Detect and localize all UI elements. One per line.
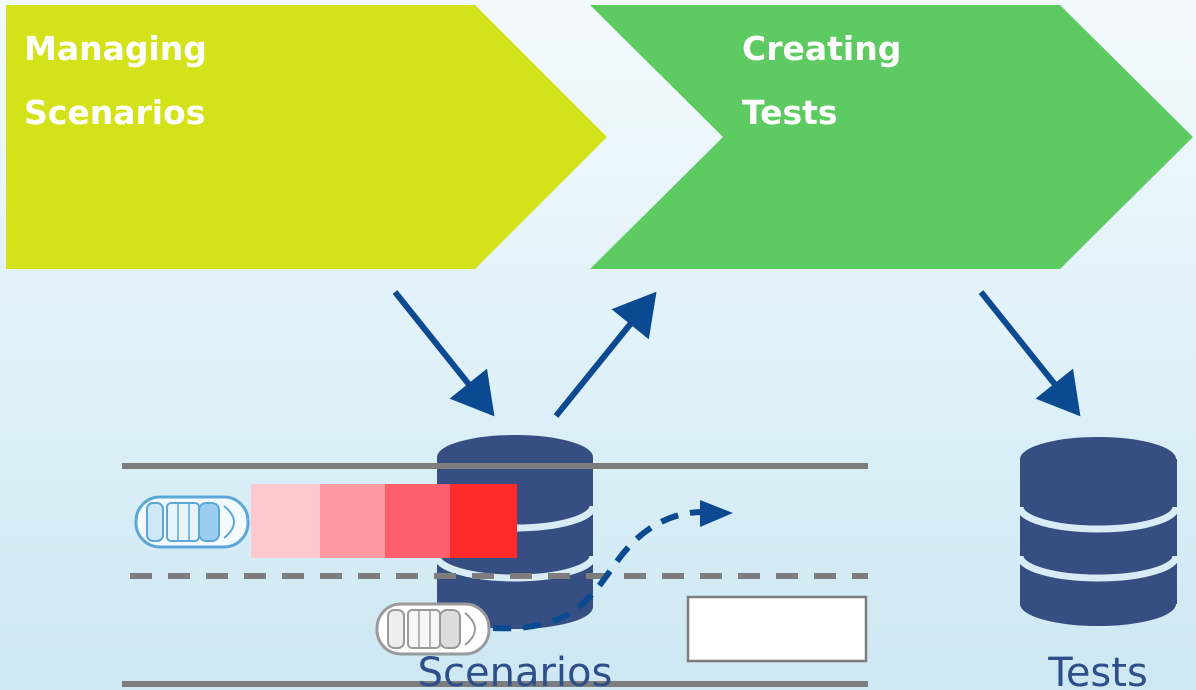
process-step-creating-tests: Creating Tests (590, 5, 1193, 269)
chevron-shape-step2 (590, 5, 1193, 269)
flow-arrows (392, 290, 1081, 418)
arrow-creating-to-tests (978, 290, 1081, 417)
step2-label-line1: Creating (742, 29, 901, 68)
chevron-shape-step1 (6, 5, 607, 269)
tests-database-label: Tests (1047, 650, 1148, 690)
ego-vehicle-trail (251, 484, 517, 558)
obstacle-box (686, 595, 868, 663)
scenarios-database-label: Scenarios (418, 650, 613, 690)
step1-label-line2: Scenarios (24, 93, 205, 132)
step1-label-line1: Managing (24, 29, 207, 68)
step2-label-line2: Tests (742, 93, 838, 132)
lane-change-trajectory (492, 500, 733, 632)
road-scene (122, 463, 868, 687)
arrow-scenarios-to-creating (553, 291, 657, 418)
process-step-managing-scenarios: Managing Scenarios (6, 5, 607, 269)
grey-car-icon (375, 602, 491, 656)
blue-car-icon (134, 495, 250, 549)
tests-database-icon (1016, 437, 1180, 626)
arrow-managing-to-scenarios (392, 290, 495, 417)
